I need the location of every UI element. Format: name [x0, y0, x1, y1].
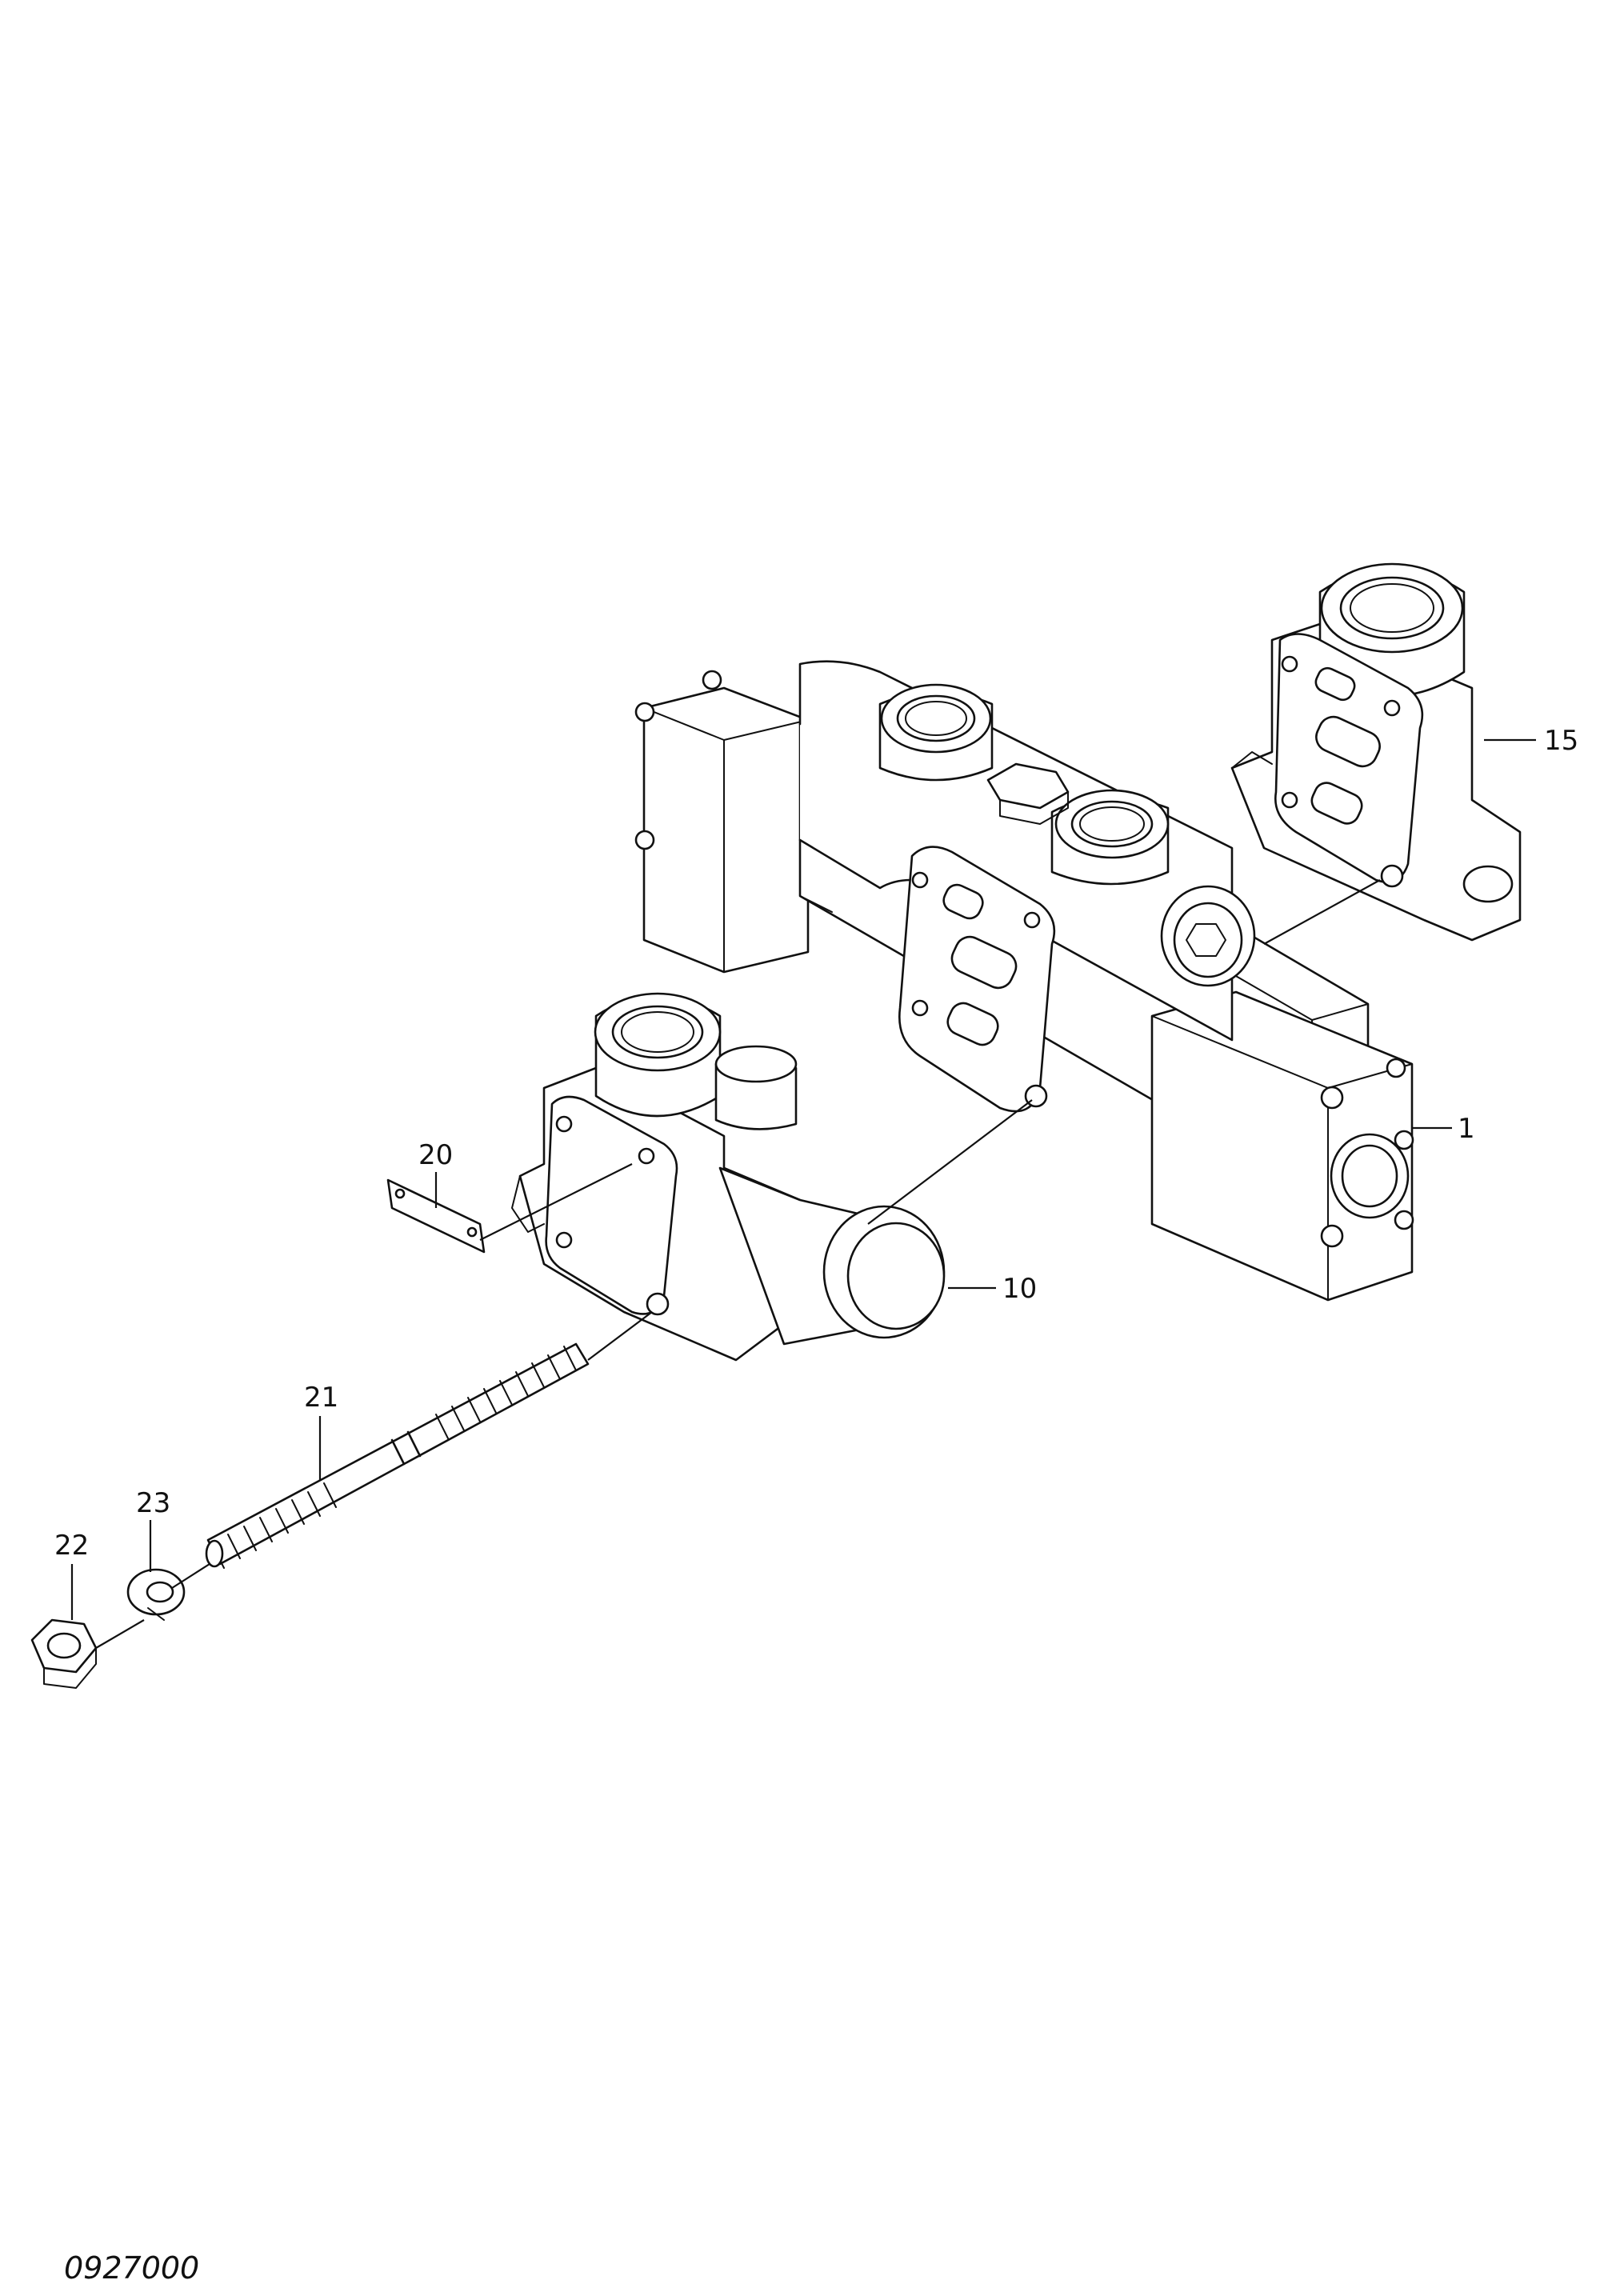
callout-15: 15 — [1544, 725, 1578, 757]
section-block-part-15 — [1230, 562, 1522, 942]
assembly-line-21-to-10 — [587, 1311, 653, 1361]
callout-22: 22 — [54, 1530, 89, 1562]
drawing-code: 0927000 — [64, 2250, 199, 2286]
assembly-line-22-to-23 — [95, 1619, 145, 1649]
hex-nut-part-22 — [30, 1618, 98, 1689]
tie-bolt-part-21 — [205, 1342, 590, 1569]
callout-1: 1 — [1458, 1113, 1475, 1145]
callout-23: 23 — [136, 1487, 170, 1519]
section-block-part-10 — [511, 992, 946, 1362]
name-plate-part-20 — [386, 1178, 486, 1254]
valve-body-part-1 — [634, 660, 1414, 1302]
assembly-line-15-to-1 — [1263, 879, 1381, 945]
callout-10: 10 — [1002, 1273, 1037, 1305]
callout-21: 21 — [304, 1382, 338, 1414]
callout-20: 20 — [418, 1139, 453, 1171]
assembly-lines — [70, 738, 1536, 1649]
assembly-line-23-to-21 — [171, 1563, 210, 1589]
assembly-line-10-to-1 — [867, 1099, 1033, 1225]
spring-washer-part-23 — [126, 1568, 186, 1621]
assembly-line-20-to-10 — [479, 1163, 633, 1241]
